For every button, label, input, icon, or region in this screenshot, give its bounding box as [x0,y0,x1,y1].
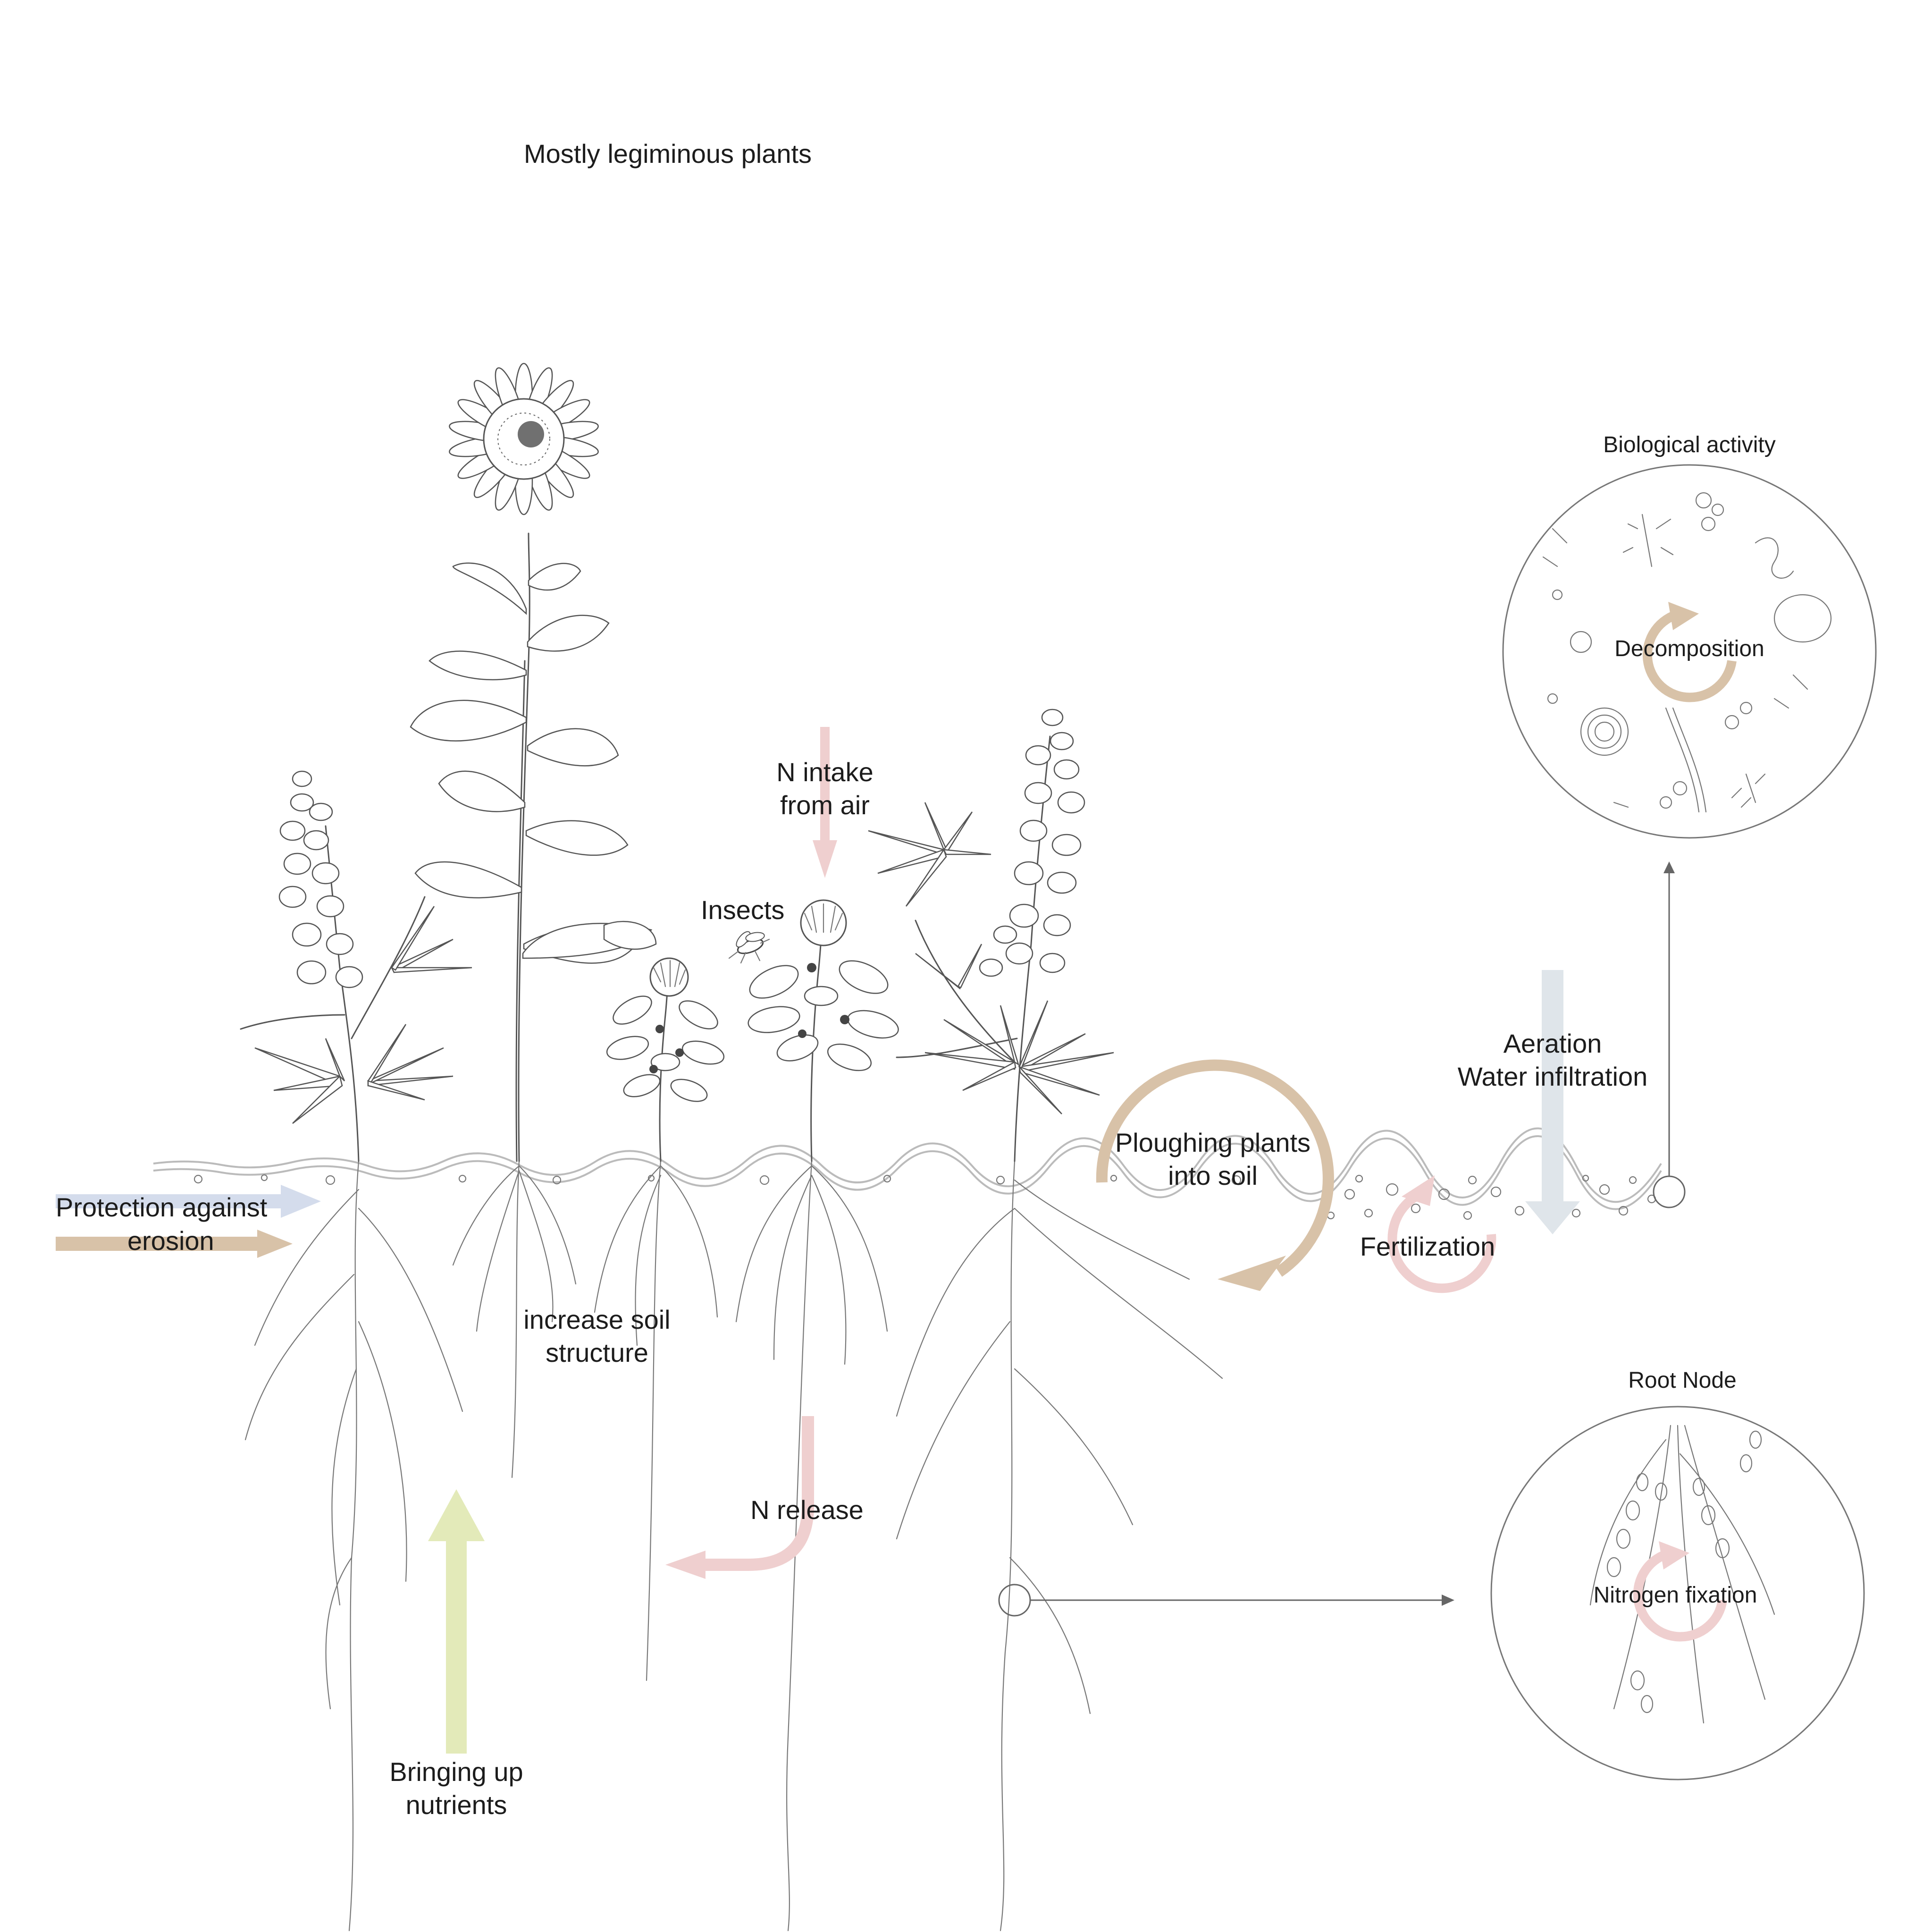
clover-plant-tall [748,899,899,1162]
lupine-plant-right [868,709,1114,1162]
n-intake-arrow [813,727,837,878]
n-release-arrow [665,1416,814,1579]
nutrients-label-1: Bringing up [389,1757,523,1787]
lupine-icon [278,770,363,988]
n-intake-label-1: N intake [776,757,873,787]
aeration-label: Aeration [1504,1029,1602,1058]
soil-structure-label-2: structure [546,1338,648,1367]
protection-label-2: erosion [127,1226,214,1256]
lupine-plant-left [240,770,472,1162]
sunflower-icon [449,363,599,515]
fertilization-arrow [1387,1175,1496,1293]
soil-structure-label-1: increase soil [523,1305,670,1334]
magnifier-circle-icon: Decomposition [1502,464,1877,839]
ploughing-arrow [1096,1059,1334,1291]
lupine-icon-right [979,709,1085,977]
bio-activity-label: Biological activity [1603,432,1775,457]
soil-organisms [1542,492,1832,813]
insect-icon [728,931,770,964]
aeration-arrow [1525,970,1580,1234]
diagram-title: Mostly legiminous plants [524,139,812,169]
decomposition-arrow [1642,602,1737,702]
clover-plant-small [606,957,725,1162]
nutrients-arrow [428,1489,485,1754]
protection-label-1: Protection against [56,1192,268,1222]
sunflower-plant [410,363,657,1162]
nitrogen-fixation-label: Nitrogen fixation [1594,1583,1757,1608]
root-node-circle-icon: Nitrogen fixation [1490,1406,1865,1780]
root-node-label: Root Node [1628,1368,1736,1393]
erosion-arrows [56,1185,321,1258]
nitrogen-fixation-arrow [1633,1541,1727,1642]
ploughing-label-2: into soil [1168,1161,1258,1190]
decomposition-label: Decomposition [1614,636,1764,661]
ploughing-label-1: Ploughing plants [1115,1128,1310,1157]
root-systems [244,1160,1223,1932]
soil-texture [1327,1183,1656,1220]
root-node-pointer [998,1584,1454,1617]
fertilization-label: Fertilization [1360,1232,1495,1261]
soil-surface [153,1127,1662,1220]
n-release-label: N release [750,1495,864,1525]
biological-activity-pointer [1653,861,1686,1208]
n-intake-label-2: from air [780,790,870,820]
clover-icon [649,957,689,997]
water-label: Water infiltration [1458,1062,1648,1091]
nutrients-label-2: nutrients [406,1790,507,1820]
insects-label: Insects [701,895,784,925]
